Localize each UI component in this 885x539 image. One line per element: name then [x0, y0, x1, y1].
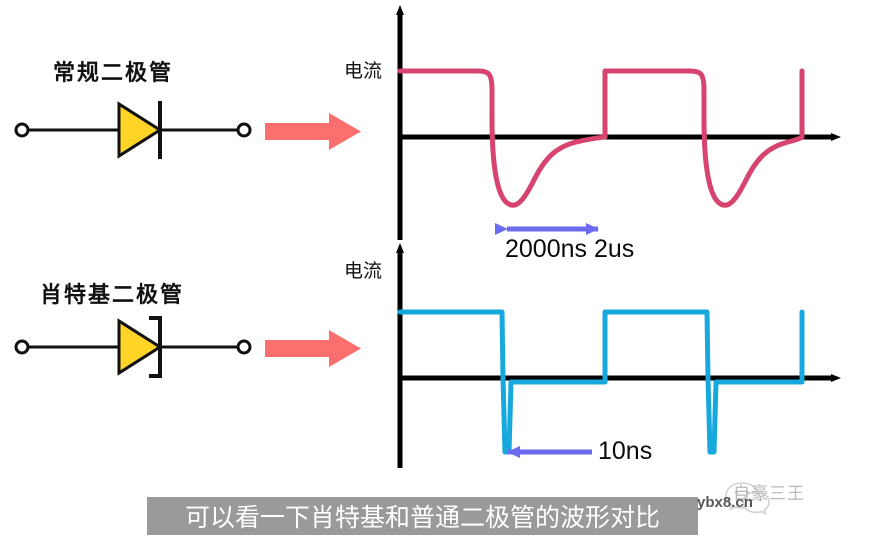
terminal-node-right: [236, 339, 252, 355]
terminal-node-right: [236, 122, 252, 138]
y-axis-label-bottom: 电流: [344, 260, 383, 282]
wechat-icon: [725, 482, 770, 516]
regular-diode-symbol: [14, 101, 252, 159]
account-name: 自豪三王: [733, 483, 805, 504]
schottky-diode-symbol: [14, 316, 252, 378]
schottky-diode-title: 肖特基二极管: [40, 283, 185, 308]
terminal-node-left: [14, 122, 30, 138]
site-watermark: ybx8.cn: [697, 494, 753, 511]
account-badge[interactable]: 自豪三王: [733, 478, 805, 504]
regular-diode-title: 常规二极管: [53, 61, 174, 86]
schottky-waveform-path: [397, 309, 805, 455]
diode-anode-triangle: [117, 101, 163, 159]
diode-anode-triangle: [117, 318, 163, 376]
regular-waveform-path: [397, 68, 805, 208]
terminal-node-left: [14, 339, 30, 355]
reverse-recovery-time-regular: 2000ns 2us: [505, 235, 635, 263]
reverse-recovery-time-schottky: 10ns: [598, 437, 653, 465]
chart-regular-diode: [396, 5, 841, 240]
y-axis-label-top: 电流: [344, 60, 383, 82]
caption-text: 可以看一下肖特基和普通二极管的波形对比: [184, 503, 660, 532]
red-arrow-bottom: [265, 330, 361, 367]
chart-schottky-diode: [396, 243, 841, 468]
caption-bar: 可以看一下肖特基和普通二极管的波形对比: [147, 497, 698, 535]
red-arrow-top: [265, 113, 361, 150]
